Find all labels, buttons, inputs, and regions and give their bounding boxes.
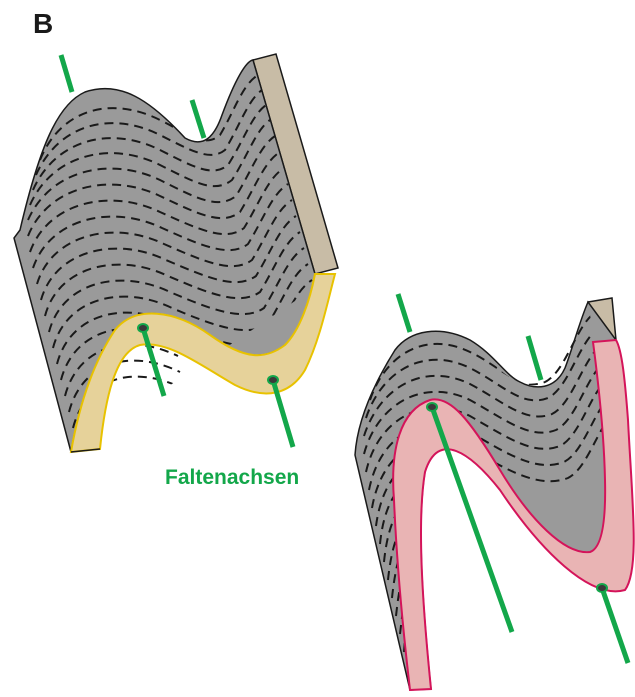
panel-label: B — [33, 8, 53, 40]
open-fold-block — [14, 54, 338, 452]
right-axis-point-1 — [427, 403, 437, 411]
tight-fold-block — [355, 294, 634, 690]
left-axis-top-1 — [61, 55, 72, 92]
left-axis-top-2 — [192, 100, 204, 138]
right-axis-bottom-2 — [602, 588, 628, 663]
left-axis-point-1 — [138, 324, 148, 332]
fold-axes-caption: Faltenachsen — [165, 466, 299, 490]
left-axis-point-2 — [268, 376, 278, 384]
right-axis-point-2 — [597, 584, 607, 592]
right-axis-top-1 — [398, 294, 410, 332]
right-axis-top-2 — [528, 336, 541, 380]
